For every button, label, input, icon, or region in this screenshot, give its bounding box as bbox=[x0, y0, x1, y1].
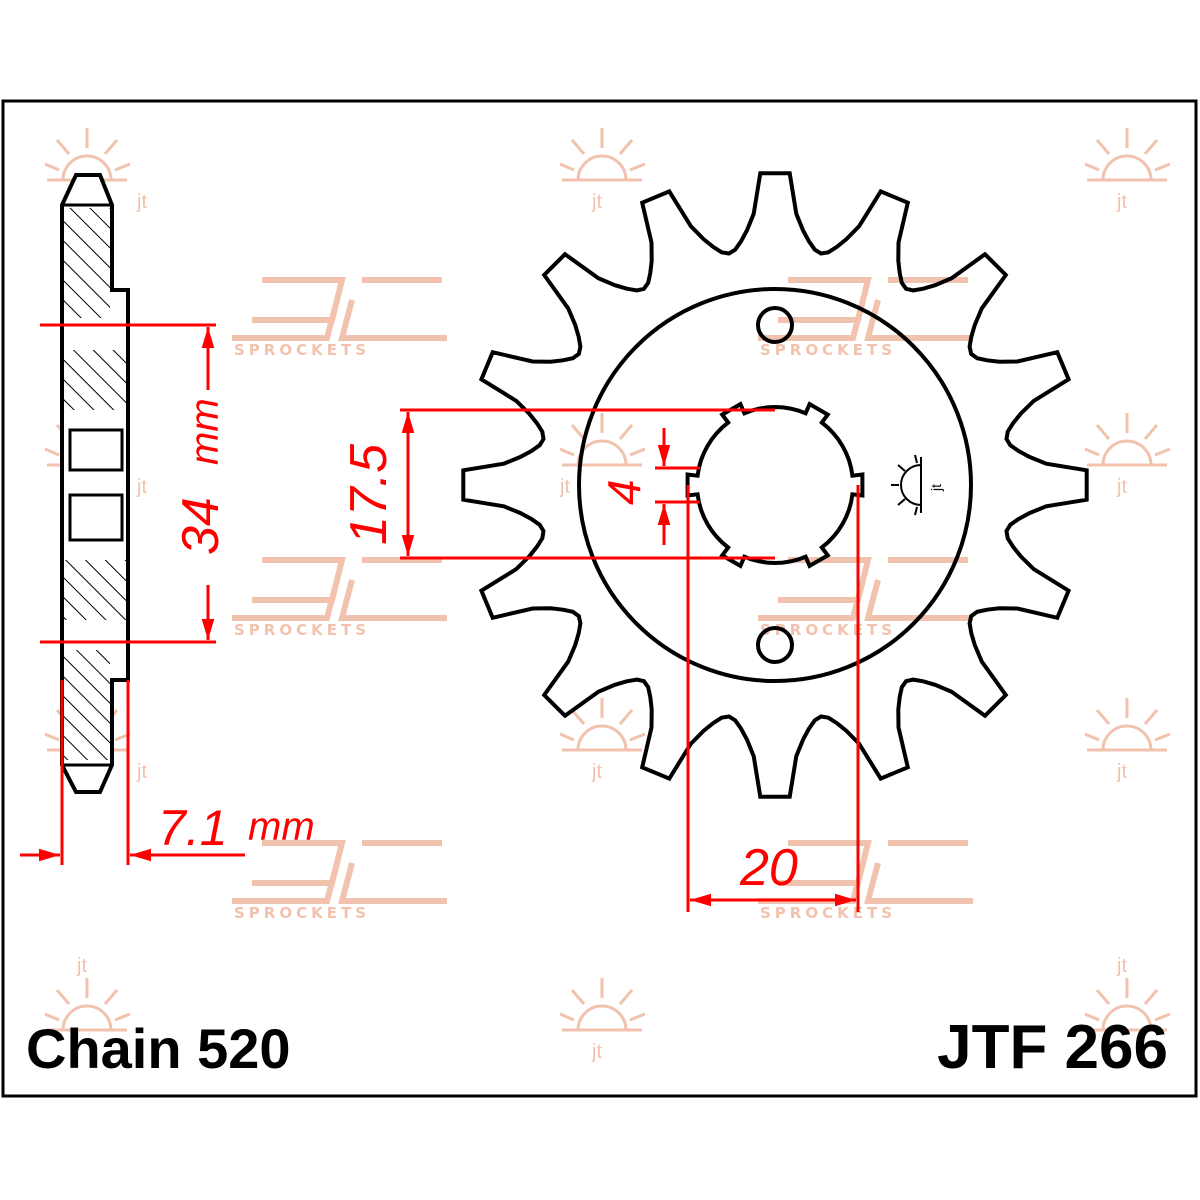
jt-sprockets-watermark: SPROCKETS bbox=[758, 557, 973, 639]
jt-sprockets-watermark: SPROCKETS bbox=[232, 277, 447, 359]
jt-logo-icon: jt bbox=[891, 454, 944, 516]
svg-text:SPROCKETS: SPROCKETS bbox=[234, 621, 370, 639]
svg-text:SPROCKETS: SPROCKETS bbox=[234, 904, 370, 922]
jt-sprockets-watermark: SPROCKETS bbox=[232, 557, 447, 639]
spline-height-value: 17.5 bbox=[340, 443, 398, 545]
pitch-diameter-unit: mm bbox=[183, 398, 227, 465]
sun-watermark-icon: jt bbox=[1084, 955, 1171, 1032]
sun-watermark-icon: jt bbox=[1084, 413, 1171, 498]
dimension-labels: 34 mm 17.5 4 20 7.1 mm bbox=[158, 398, 798, 897]
bolt-hole bbox=[756, 626, 794, 664]
svg-text:jt: jt bbox=[591, 1041, 602, 1063]
svg-text:jt: jt bbox=[76, 955, 87, 977]
bolt-hole bbox=[756, 306, 794, 344]
svg-text:jt: jt bbox=[1116, 476, 1127, 498]
thickness-value: 7.1 bbox=[158, 800, 228, 856]
svg-text:jt: jt bbox=[928, 484, 944, 492]
svg-text:jt: jt bbox=[136, 761, 147, 783]
chain-label: Chain 520 bbox=[26, 1017, 291, 1080]
sun-watermark-icon: jt bbox=[559, 413, 646, 498]
sprocket-front-view bbox=[461, 171, 1089, 799]
sun-watermark-icon: jt bbox=[559, 698, 646, 783]
sun-watermark-icon: jt bbox=[559, 128, 646, 213]
jt-sprockets-watermark: SPROCKETS bbox=[232, 840, 447, 922]
hub-circle bbox=[577, 287, 973, 683]
svg-text:jt: jt bbox=[136, 191, 147, 213]
svg-text:SPROCKETS: SPROCKETS bbox=[234, 341, 370, 359]
svg-text:SPROCKETS: SPROCKETS bbox=[760, 904, 896, 922]
pitch-diameter-value: 34 bbox=[172, 497, 230, 555]
sun-watermark-icon: jt bbox=[559, 978, 646, 1063]
sun-watermark-icon: jt bbox=[44, 955, 131, 1032]
spline-bore bbox=[685, 401, 865, 569]
sun-watermark-icon: jt bbox=[1084, 698, 1171, 783]
svg-text:jt: jt bbox=[591, 191, 602, 213]
svg-text:jt: jt bbox=[136, 476, 147, 498]
spline-width-value: 20 bbox=[739, 839, 798, 897]
thickness-unit: mm bbox=[248, 805, 315, 849]
drawing-frame bbox=[1, 99, 1198, 1098]
jt-sprockets-watermark: SPROCKETS bbox=[758, 277, 973, 359]
dimension-lines bbox=[20, 323, 860, 912]
svg-text:jt: jt bbox=[559, 476, 570, 498]
svg-text:SPROCKETS: SPROCKETS bbox=[760, 341, 896, 359]
key-width-value: 4 bbox=[598, 479, 650, 505]
svg-text:jt: jt bbox=[591, 761, 602, 783]
part-number: JTF 266 bbox=[937, 1013, 1168, 1082]
sprocket-side-view bbox=[60, 173, 130, 794]
svg-text:jt: jt bbox=[1116, 761, 1127, 783]
svg-text:jt: jt bbox=[1116, 955, 1127, 977]
svg-text:jt: jt bbox=[1116, 191, 1127, 213]
sun-watermark-icon: jt bbox=[1084, 128, 1171, 213]
gear-outline bbox=[461, 171, 1089, 799]
